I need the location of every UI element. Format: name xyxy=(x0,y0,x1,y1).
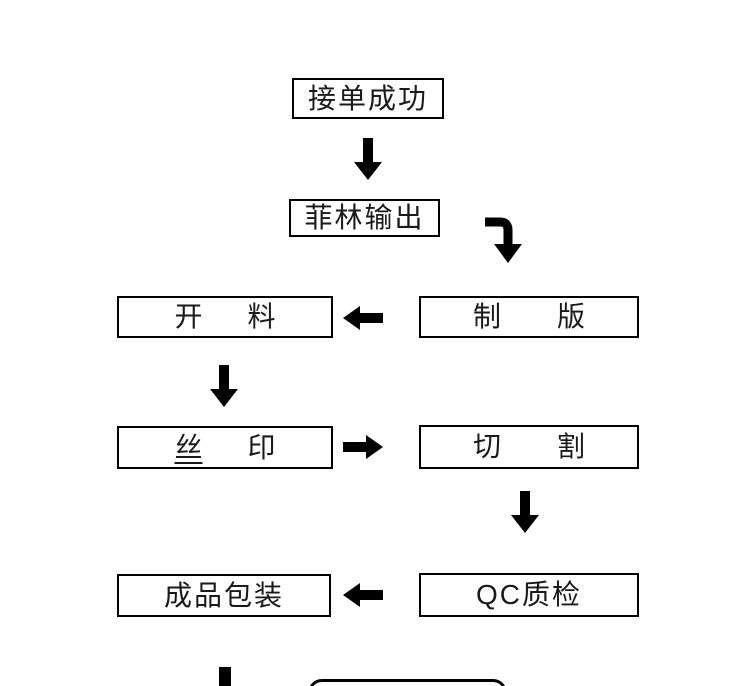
down-arrow-partial-icon xyxy=(219,667,231,686)
node-qc-inspection: QC质检 xyxy=(419,573,639,617)
left-arrow-icon xyxy=(343,306,383,330)
node-label: 接单成功 xyxy=(307,82,428,114)
node-packaging: 成品包装 xyxy=(117,574,331,617)
node-label-char: 料 xyxy=(247,301,276,332)
node-label: 成品包装 xyxy=(163,579,284,611)
node-end-terminator xyxy=(308,679,507,686)
node-cutting: 切 割 xyxy=(419,425,639,469)
node-film-output: 菲林输出 xyxy=(289,199,440,237)
elbow-right-down-arrow-icon xyxy=(485,217,522,263)
node-label: 菲林输出 xyxy=(304,202,425,233)
node-label-char: 丝 xyxy=(174,431,203,463)
node-silk-printing: 丝 印 xyxy=(117,426,333,469)
down-arrow-icon xyxy=(354,138,382,180)
node-material-cutting: 开 料 xyxy=(117,296,333,338)
node-label-char: 切 xyxy=(472,431,501,462)
node-plate-making: 制 版 xyxy=(419,296,639,338)
down-arrow-icon xyxy=(511,491,539,533)
node-label-char: 制 xyxy=(472,301,501,332)
left-arrow-icon xyxy=(343,583,383,607)
node-label: QC质检 xyxy=(475,579,582,610)
down-arrow-icon xyxy=(210,365,238,407)
node-label-char: 割 xyxy=(557,431,586,462)
node-order-received: 接单成功 xyxy=(292,78,444,119)
node-label-char: 印 xyxy=(247,431,276,463)
node-label-char: 开 xyxy=(174,301,203,332)
right-arrow-icon xyxy=(343,435,383,459)
node-label-char: 版 xyxy=(557,301,586,332)
